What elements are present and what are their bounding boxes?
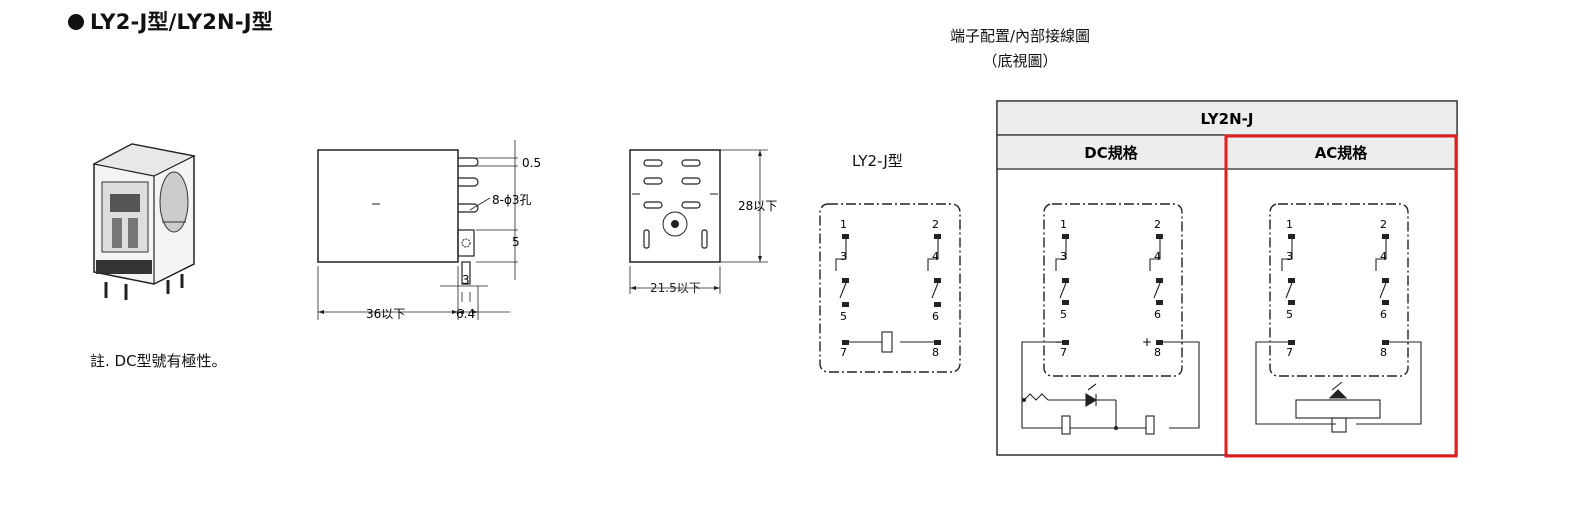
dim-pin-width: 3 (462, 273, 470, 287)
ac-terminal-4: 4 (1380, 250, 1387, 263)
ac-terminal-3: 3 (1286, 250, 1293, 263)
dim-hole: 8-ϕ3孔 (492, 193, 532, 207)
dc-terminal-2: 2 (1154, 218, 1161, 231)
ly2j-terminal-5: 5 (840, 310, 847, 323)
ac-highlight-box (1224, 134, 1458, 458)
dc-terminal-6: 6 (1154, 308, 1161, 321)
ly2j-terminal-3: 3 (840, 250, 847, 263)
dc-terminal-5: 5 (1060, 308, 1067, 321)
ac-terminal-2: 2 (1380, 218, 1387, 231)
dc-terminal-7: 7 (1060, 346, 1067, 359)
dim-pin-spacing: 5 (512, 235, 520, 249)
dc-plus-sign: + (1142, 335, 1152, 349)
dim-width: 21.5以下 (650, 281, 701, 295)
title-text: LY2-J型/LY2N-J型 (90, 10, 273, 34)
dc-header: DC規格 (1084, 144, 1138, 162)
relay-product-image (92, 143, 196, 300)
ac-terminal-1: 1 (1286, 218, 1293, 231)
ac-wiring-diagram: 1 2 3 4 5 6 7 8 (1255, 203, 1422, 433)
bullet-icon (68, 14, 84, 30)
ly2nj-header: LY2N-J (1201, 110, 1254, 128)
ac-terminal-5: 5 (1286, 308, 1293, 321)
ac-terminal-7: 7 (1286, 346, 1293, 359)
dim-pin-length: 6.4 (456, 307, 475, 321)
terminal-config-caption: 端子配置/內部接線圖 （底視圖） (920, 24, 1120, 74)
dc-terminal-3: 3 (1060, 250, 1067, 263)
dc-terminal-1: 1 (1060, 218, 1067, 231)
ly2j-terminal-8: 8 (932, 346, 939, 359)
ac-header: AC規格 (1315, 144, 1369, 162)
bottom-dimension-drawing: 28以下 21.5以下 (629, 149, 777, 295)
ly2j-label: LY2-J型 (852, 152, 903, 170)
dim-length: 36以下 (366, 307, 405, 321)
dc-terminal-8: 8 (1154, 346, 1161, 359)
ly2j-terminal-4: 4 (932, 250, 939, 263)
terminal-config-line2: （底視圖） (982, 52, 1058, 70)
ac-terminal-6: 6 (1380, 308, 1387, 321)
dim-pin-thickness: 0.5 (522, 156, 541, 170)
ac-terminal-8: 8 (1380, 346, 1387, 359)
dc-terminal-4: 4 (1154, 250, 1161, 263)
terminal-config-line1: 端子配置/內部接線圖 (949, 27, 1091, 45)
ly2j-terminal-6: 6 (932, 310, 939, 323)
ly2j-terminal-2: 2 (932, 218, 939, 231)
ly2j-terminal-1: 1 (840, 218, 847, 231)
dc-minus-sign: − (1054, 335, 1064, 349)
ly2j-wiring-diagram: 1 2 3 4 5 6 7 8 (819, 203, 961, 373)
page-title: LY2-J型/LY2N-J型 (68, 6, 273, 36)
dim-height: 28以下 (738, 199, 777, 213)
ly2nj-table: LY2N-J DC規格 AC規格 1 2 3 (996, 100, 1458, 458)
ly2j-terminal-7: 7 (840, 346, 847, 359)
dc-wiring-diagram: 1 2 3 4 5 6 7 8 − + (1021, 203, 1200, 435)
polarity-note: 註. DC型號有極性。 (90, 352, 227, 370)
side-dimension-drawing: 0.5 8-ϕ3孔 5 3 36以下 6.4 (317, 140, 541, 321)
